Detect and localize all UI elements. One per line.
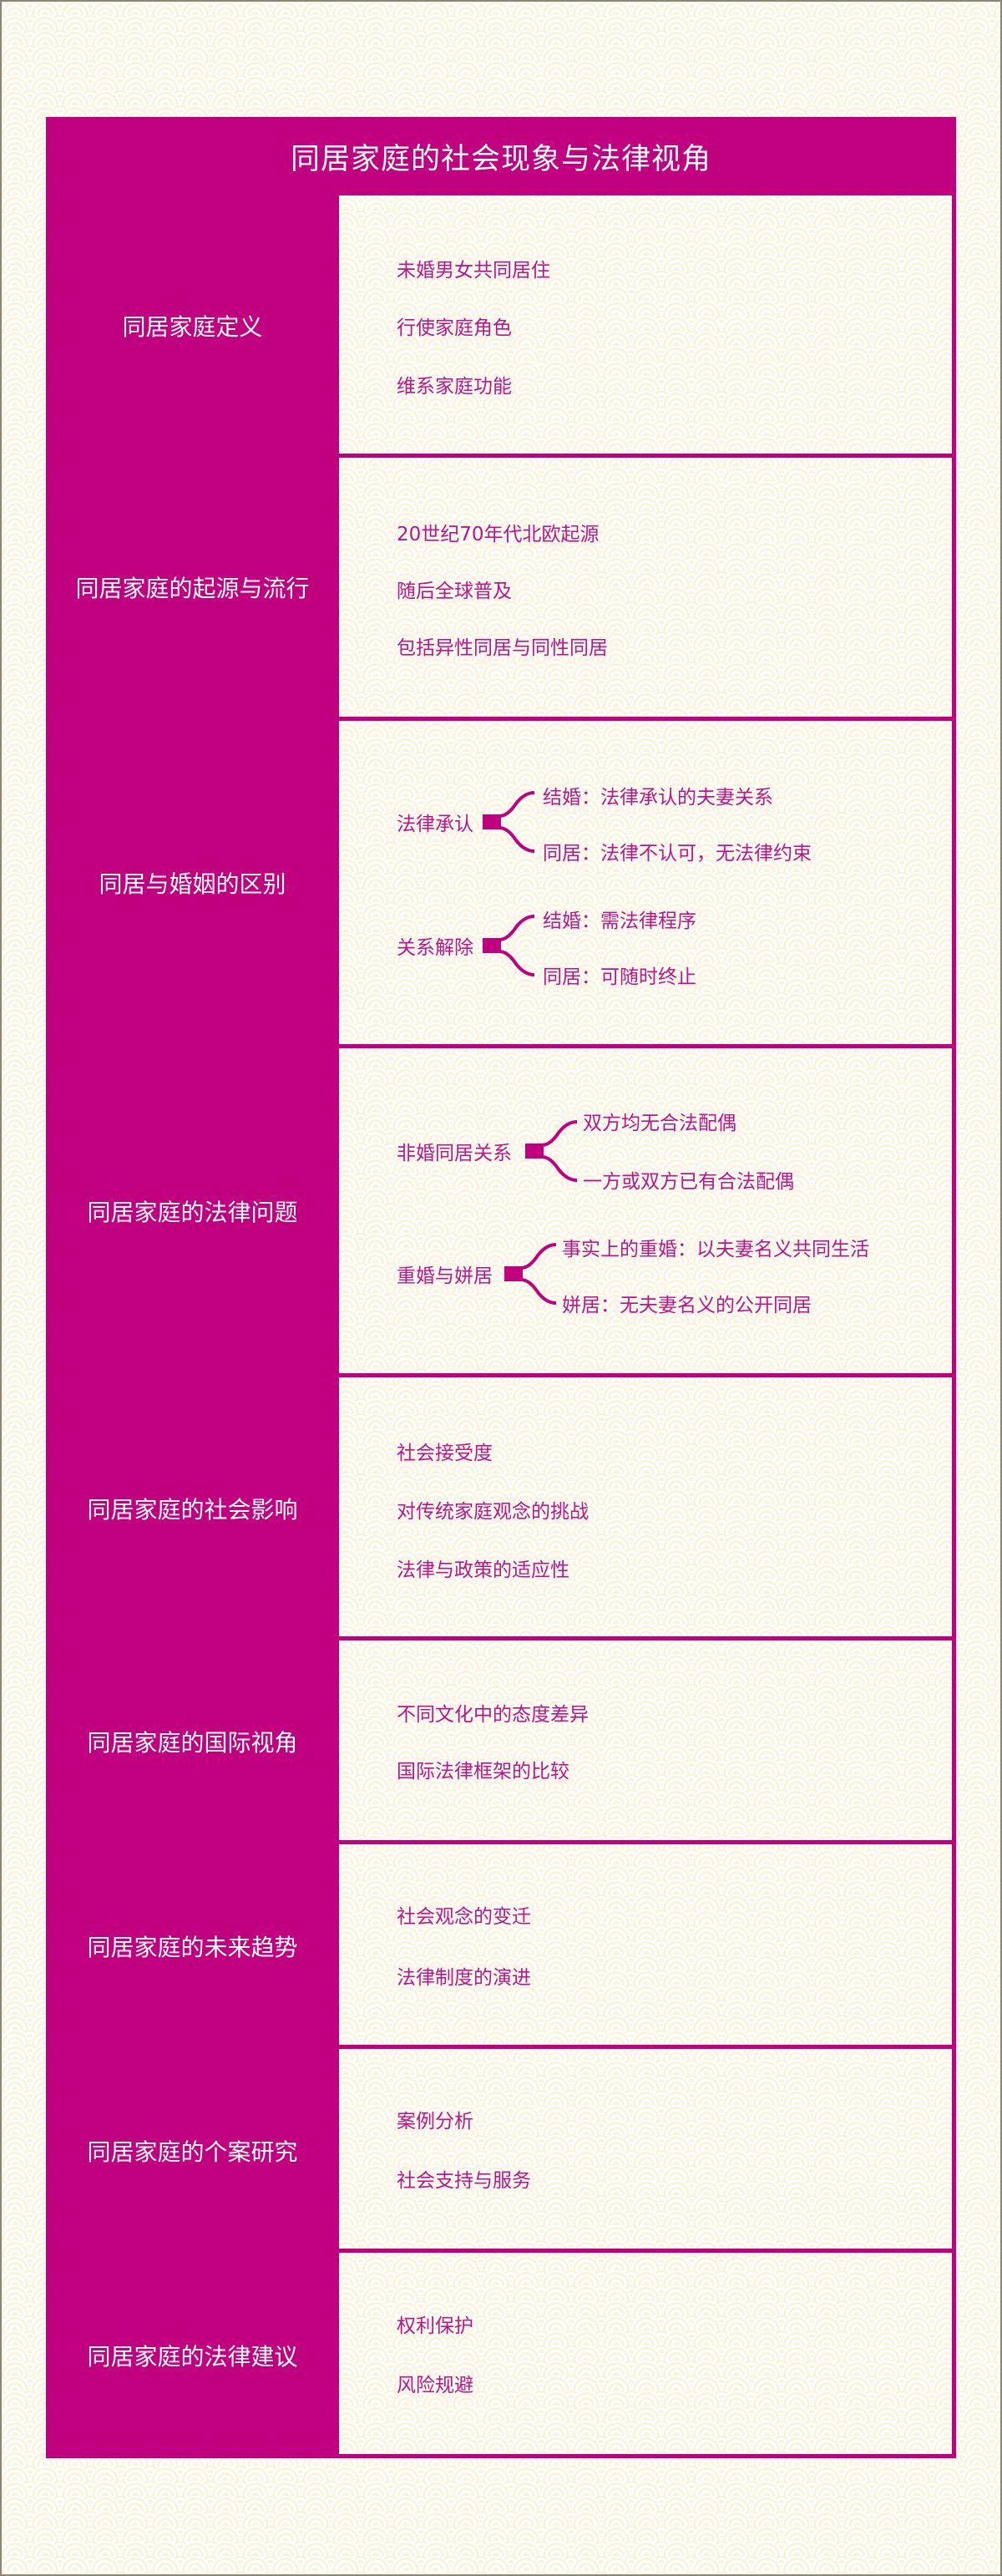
- section-divider: [339, 454, 956, 458]
- list-item: 社会接受度: [397, 1443, 493, 1464]
- list-item: 随后全球普及: [397, 581, 512, 602]
- page-title: 同居家庭的社会现象与法律视角: [290, 142, 711, 176]
- section-label-legal-advice: 同居家庭的法律建议: [87, 2343, 298, 2371]
- list-item: 法律与政策的适应性: [397, 1559, 569, 1581]
- section-label-international: 同居家庭的国际视角: [87, 1729, 298, 1757]
- group-child: 结婚：法律承认的夫妻关系: [543, 787, 773, 809]
- group-label: 非婚同居关系: [397, 1143, 512, 1164]
- section-divider: [339, 2045, 956, 2049]
- frame-right-border: [952, 195, 956, 2458]
- group-label: 重婚与姘居: [397, 1265, 493, 1287]
- group-child: 姘居：无夫妻名义的公开同居: [562, 1295, 812, 1316]
- section-divider: [339, 717, 956, 721]
- list-item: 社会支持与服务: [397, 2170, 531, 2192]
- list-item: 对传统家庭观念的挑战: [397, 1501, 589, 1523]
- group-label: 法律承认: [397, 814, 473, 835]
- frame-bottom-border: [339, 2454, 956, 2458]
- section-label-definition: 同居家庭定义: [122, 313, 263, 341]
- group-child: 双方均无合法配偶: [583, 1113, 736, 1134]
- section-divider: [339, 1840, 956, 1844]
- section-divider: [339, 1044, 956, 1048]
- category-column: [46, 195, 339, 2458]
- section-label-social-impact: 同居家庭的社会影响: [87, 1496, 298, 1524]
- group-child: 同居：法律不认可，无法律约束: [543, 843, 812, 865]
- section-label-origin: 同居家庭的起源与流行: [75, 575, 310, 602]
- section-label-future-trends: 同居家庭的未来趋势: [87, 1934, 298, 1961]
- list-item: 包括异性同居与同性同居: [397, 637, 608, 659]
- section-label-case-study: 同居家庭的个案研究: [87, 2138, 298, 2166]
- list-item: 权利保护: [397, 2315, 473, 2337]
- section-divider: [339, 1636, 956, 1640]
- bracket-icon: [483, 915, 535, 976]
- list-item: 维系家庭功能: [397, 376, 512, 398]
- group-child: 事实上的重婚：以夫妻名义共同生活: [562, 1239, 869, 1260]
- bracket-icon: [483, 791, 535, 853]
- section-label-difference: 同居与婚姻的区别: [99, 870, 286, 898]
- section-label-legal-issues: 同居家庭的法律问题: [87, 1199, 298, 1226]
- group-child: 同居：可随时终止: [543, 966, 696, 988]
- list-item: 行使家庭角色: [397, 317, 512, 339]
- section-divider: [339, 2249, 956, 2253]
- title-bar: 同居家庭的社会现象与法律视角: [46, 117, 956, 195]
- list-item: 20世纪70年代北欧起源: [397, 524, 600, 545]
- list-item: 社会观念的变迁: [397, 1906, 531, 1928]
- list-item: 风险规避: [397, 2375, 473, 2396]
- bracket-icon: [525, 1120, 578, 1182]
- list-item: 国际法律框架的比较: [397, 1761, 569, 1782]
- bracket-icon: [504, 1243, 557, 1305]
- list-item: 法律制度的演进: [397, 1967, 531, 1989]
- list-item: 未婚男女共同居住: [397, 260, 550, 281]
- group-child: 一方或双方已有合法配偶: [583, 1171, 794, 1193]
- list-item: 案例分析: [397, 2111, 473, 2132]
- list-item: 不同文化中的态度差异: [397, 1704, 589, 1726]
- group-label: 关系解除: [397, 937, 473, 959]
- section-divider: [339, 1373, 956, 1377]
- group-child: 结婚：需法律程序: [543, 910, 696, 932]
